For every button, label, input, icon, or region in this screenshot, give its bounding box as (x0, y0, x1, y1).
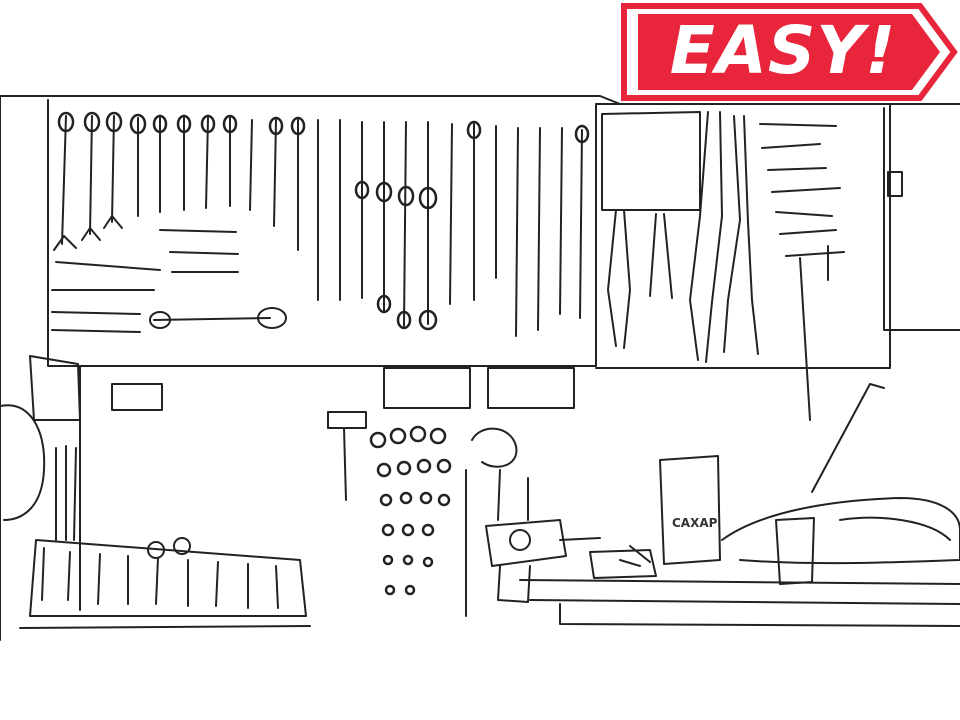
wrench-rack (51, 111, 590, 337)
easy-badge-text: EASY! (669, 11, 897, 89)
bench-items (589, 383, 960, 585)
workbench (19, 579, 960, 629)
screwdriver-holder (0, 355, 307, 617)
sugar-bag-label: CAXAP (672, 516, 718, 530)
wall-outline (0, 95, 960, 641)
easy-badge-shape (621, 3, 958, 101)
bench-vise (485, 519, 601, 603)
pliers-rack (601, 111, 845, 421)
